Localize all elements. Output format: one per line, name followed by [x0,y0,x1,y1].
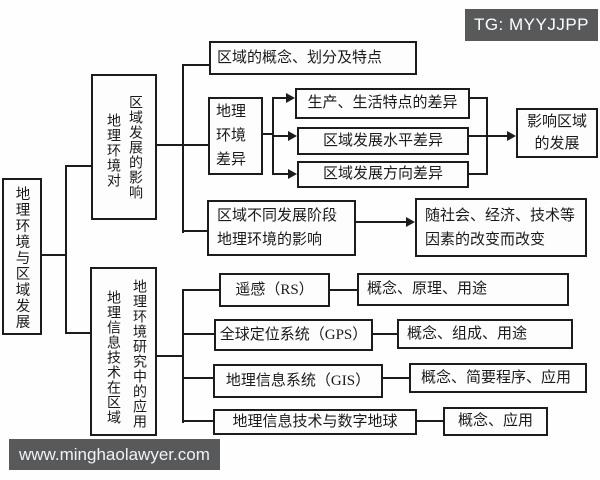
node-gps-label: 全球定位系统（GPS） [219,326,368,343]
site-watermark-label: www.minghaolawyer.com [19,444,210,464]
connector-gis-to-desc [383,377,409,379]
branch-geo-impact-col-right: 区域发展的影响 [127,95,142,200]
node-influence-line2: 的发展 [534,136,580,152]
node-remote-sensing-desc: 概念、原理、用途 [357,273,569,306]
node-digital-earth-desc-label: 概念、应用 [457,413,533,429]
connector-stage-to-change [356,221,407,223]
node-development-direction-diff-label: 区域发展方向差异 [322,166,443,182]
connector-to-development-stage [184,230,207,232]
node-change-with-factors-line1: 随社会、经济、技术等 [425,207,576,224]
node-env-difference-line1: 地理 [216,104,247,120]
node-digital-earth-label: 地理信息技术与数字地球 [232,413,398,430]
node-gis-label: 地理信息系统（GIS） [225,372,371,389]
node-remote-sensing-desc-label: 概念、原理、用途 [367,281,488,297]
node-region-concept: 区域的概念、划分及特点 [209,41,417,75]
site-watermark-bar: www.minghaolawyer.com [9,439,220,470]
node-production-life-diff: 生产、生活特点的差异 [295,88,470,119]
connector-envdiff-to-fan [263,133,274,135]
connector-fan-to-diff3 [274,173,289,175]
connector-to-gis [184,377,213,379]
node-influence-region-development: 影响区域 的发展 [516,108,598,158]
arrowhead-influence-icon [507,131,516,141]
root-node-label: 地理环境与区域发展 [13,186,30,330]
node-digital-earth-desc: 概念、应用 [443,407,548,436]
node-development-level-diff: 区域发展水平差异 [297,127,469,155]
node-change-with-factors: 随社会、经济、技术等 因素的改变而改变 [415,198,587,257]
node-influence-line1: 影响区域 [526,114,587,130]
tg-watermark-badge: TG: MYYJJPP [465,9,598,41]
connector-branch1-trunk-vertical [182,64,184,233]
node-development-stage-line1: 区域不同发展阶段 [217,208,338,224]
node-change-with-factors-line2: 因素的改变而改变 [425,231,546,248]
node-gps: 全球定位系统（GPS） [214,319,373,351]
node-development-direction-diff: 区域发展方向差异 [297,161,469,188]
connector-rs-to-desc [330,289,357,291]
node-env-difference: 地理 环境 差异 [208,97,263,175]
connector-trunk-to-branch2 [67,332,90,334]
connector-collector-to-influence [488,135,508,137]
connector-fan-to-diff1 [274,97,287,99]
node-gps-desc: 概念、组成、用途 [397,319,573,349]
node-gis-desc: 概念、简要程序、应用 [409,363,587,393]
connector-to-remote-sensing [184,289,219,291]
node-gps-desc-label: 概念、组成、用途 [407,325,528,342]
branch-geo-tech-col-left: 地理信息技术在区域 [105,290,120,425]
connector-fan-to-diff2 [274,135,289,137]
node-region-concept-label: 区域的概念、划分及特点 [217,49,383,66]
branch-geo-tech-col-right: 地理环境研究中的应用 [131,279,146,429]
arrowhead-diff3-icon [288,169,297,179]
node-env-difference-line2: 环境 [216,128,247,144]
connector-root-to-trunk [42,254,66,256]
arrowhead-diff2-icon [288,131,297,141]
connector-diff3-to-collector [469,173,487,175]
node-remote-sensing: 遥感（RS） [219,273,330,307]
arrowhead-change-icon [406,217,415,227]
connector-root-trunk-vertical [65,165,67,334]
node-development-stage: 区域不同发展阶段 地理环境的影响 [207,200,356,256]
connector-to-gps [184,333,214,335]
tg-watermark-label: TG: MYYJJPP [473,15,590,34]
connector-to-region-concept [184,64,209,66]
connector-branch2-trunk-vertical [182,289,184,423]
node-development-level-diff-label: 区域发展水平差异 [322,132,443,149]
connector-trunk-to-branch1 [67,165,91,167]
node-gis: 地理信息系统（GIS） [213,364,383,398]
node-development-stage-line2: 地理环境的影响 [217,232,323,248]
root-node: 地理环境与区域发展 [2,178,42,335]
branch-geo-impact-node: 区域发展的影响 地理环境对 [91,74,157,220]
node-production-life-diff-label: 生产、生活特点的差异 [307,95,458,111]
connector-collector-vertical [486,97,488,175]
branch-geo-impact-col-left: 地理环境对 [105,113,120,188]
connector-gps-to-desc [373,333,397,335]
connector-to-digital-earth [184,420,213,422]
connector-diff1-to-collector [470,97,487,99]
connector-digital-to-desc [417,420,443,422]
node-digital-earth: 地理信息技术与数字地球 [213,409,417,435]
branch-geo-tech-node: 地理环境研究中的应用 地理信息技术在区域 [90,267,157,436]
connector-diff2-to-collector [469,135,487,137]
connector-branch2-to-trunk [157,355,183,357]
node-remote-sensing-label: 遥感（RS） [235,281,314,298]
node-env-difference-line3: 差异 [216,152,247,168]
node-gis-desc-label: 概念、简要程序、应用 [421,369,572,386]
connector-fan-vertical [272,97,274,175]
arrowhead-diff1-icon [286,93,295,103]
